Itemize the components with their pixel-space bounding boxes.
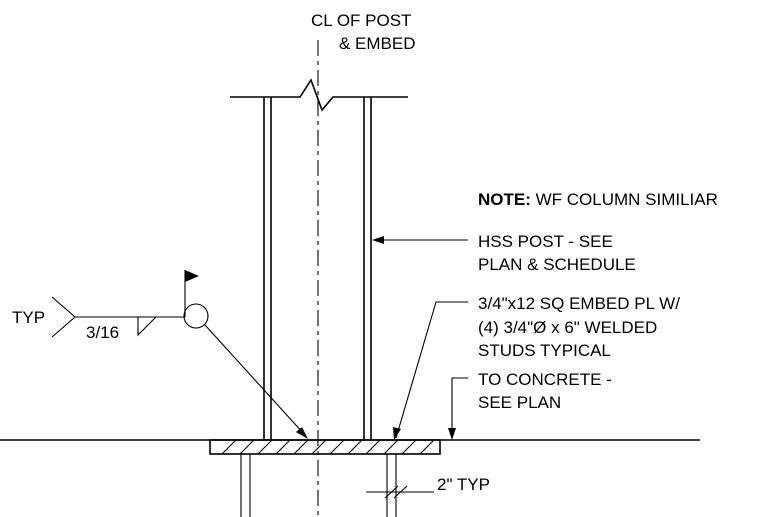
weld-all-around-icon	[183, 303, 209, 329]
embed-label-line2: (4) 3/4"Ø x 6" WELDED	[478, 318, 657, 337]
concrete-label-line1: TO CONCRETE -	[478, 370, 612, 389]
weld-arrowhead	[296, 427, 308, 439]
note-text: NOTE: WF COLUMN SIMILIAR	[478, 190, 718, 209]
weld-tail-text: TYP	[12, 308, 45, 327]
break-line	[230, 78, 408, 112]
welded-studs	[240, 454, 397, 517]
concrete-arrowhead	[448, 428, 456, 440]
weld-tail	[51, 296, 76, 338]
embed-leader	[395, 301, 468, 439]
embed-plate	[209, 439, 441, 455]
cl-label-line2: & EMBED	[339, 34, 416, 53]
stud-spacing-text: 2" TYP	[437, 475, 490, 494]
hss-post	[263, 97, 372, 440]
concrete-leader	[451, 377, 468, 438]
fillet-weld-icon	[137, 316, 157, 337]
field-weld-flag-icon	[185, 270, 199, 282]
embed-label-line1: 3/4"x12 SQ EMBED PL W/	[478, 294, 680, 313]
note-body: WF COLUMN SIMILIAR	[531, 190, 718, 209]
concrete-label-line2: SEE PLAN	[478, 393, 561, 412]
stud-spacing-dimension	[366, 485, 434, 499]
hss-label-line1: HSS POST - SEE	[478, 232, 613, 251]
cl-label-line1: CL OF POST	[311, 11, 411, 30]
weld-arrow-line	[204, 324, 305, 435]
weld-size-text: 3/16	[86, 323, 119, 342]
embed-label-line3: STUDS TYPICAL	[478, 341, 611, 360]
note-bold: NOTE:	[478, 190, 531, 209]
hss-label-line2: PLAN & SCHEDULE	[478, 255, 636, 274]
hss-arrowhead	[372, 236, 384, 244]
embed-arrowhead	[393, 427, 401, 440]
weld-symbol	[51, 270, 308, 439]
